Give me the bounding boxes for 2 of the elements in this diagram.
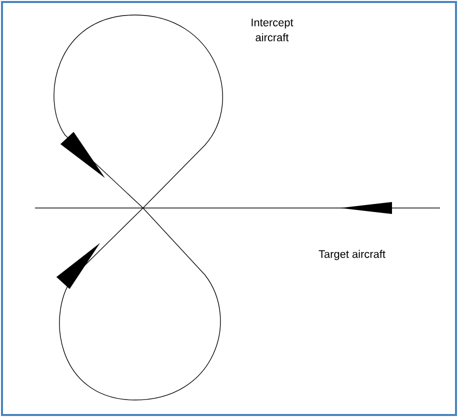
aircraft-label: Target aircraft xyxy=(318,250,386,260)
aircraft-label: Intercept aircraft xyxy=(252,18,294,42)
